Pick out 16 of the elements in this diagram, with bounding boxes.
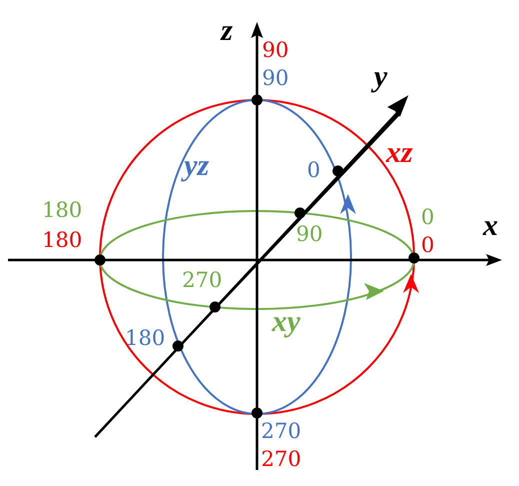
angle-label: 270 — [261, 449, 302, 470]
angle-label: 180 — [42, 230, 82, 251]
axis-label: z — [221, 16, 233, 46]
angle-label: 90 — [296, 224, 323, 245]
plane-label: xz — [386, 138, 413, 168]
angle-label: 180 — [42, 200, 82, 221]
angle-label: 0 — [421, 207, 434, 228]
angle-label: 0 — [421, 235, 434, 256]
angle-label: 180 — [125, 328, 166, 349]
angle-label: 270 — [182, 270, 222, 291]
axis-label: x — [483, 211, 498, 241]
plane-label: xy — [272, 307, 300, 337]
angle-label: 90 — [262, 40, 289, 61]
angle-label: 90 — [262, 68, 289, 89]
angle-label: 270 — [261, 421, 302, 442]
angle-label: 0 — [307, 160, 320, 181]
